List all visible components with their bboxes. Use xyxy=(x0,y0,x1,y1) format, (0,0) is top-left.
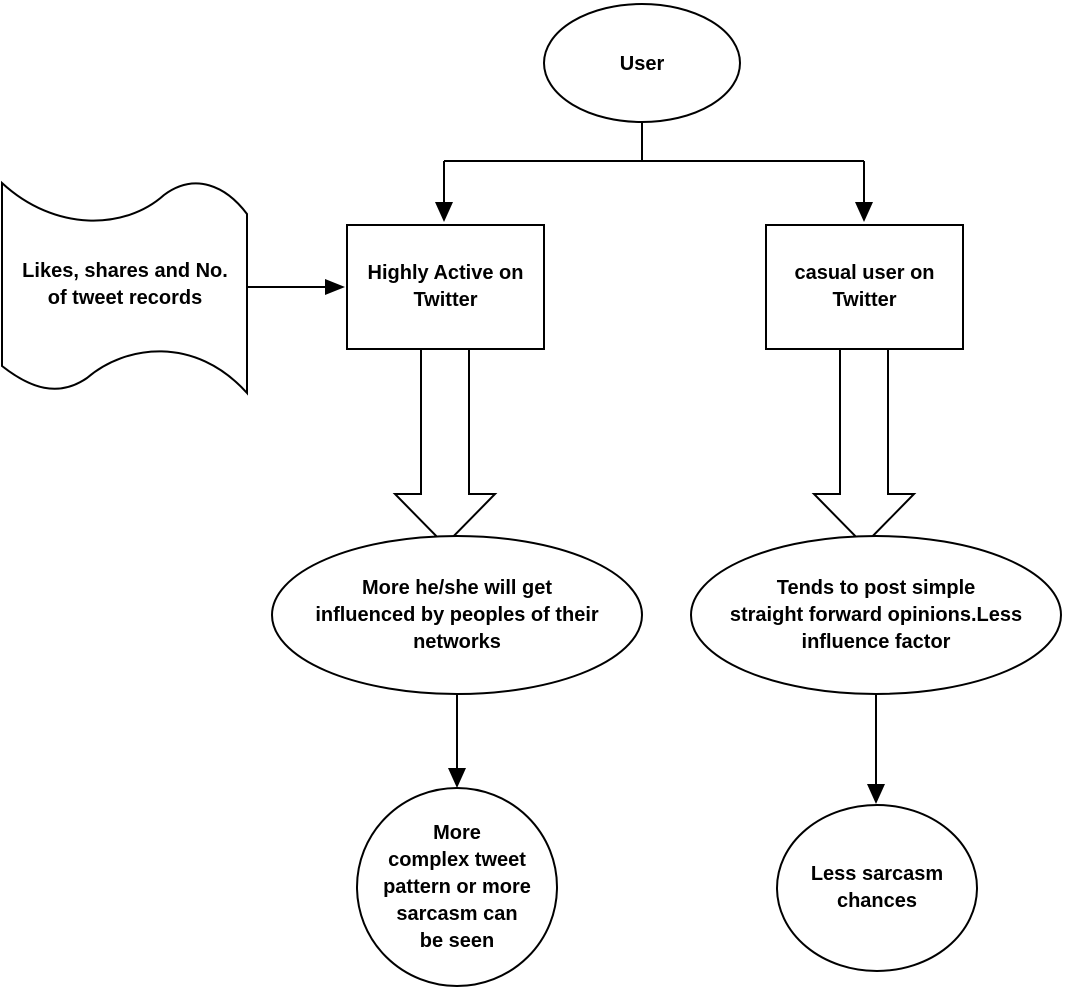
opinions-to-less-arrowhead xyxy=(867,784,885,804)
block-arrow-right xyxy=(811,348,917,547)
highly-active-label: Highly Active on Twitter xyxy=(367,262,524,311)
arrow-to-casual-user xyxy=(855,202,873,222)
more-sarcasm-label: More complex tweet pattern or more sarca… xyxy=(383,821,531,952)
data-source-label: Likes, shares and No. of tweet records xyxy=(22,260,228,309)
less-sarcasm-shape xyxy=(776,804,978,972)
less-sarcasm-label: Less sarcasm chances xyxy=(810,863,944,912)
simple-opinions-label: Tends to post simple straight forward op… xyxy=(729,576,1023,653)
user-label: User xyxy=(619,52,665,75)
data-source-shape xyxy=(1,180,248,396)
casual-user-shape xyxy=(765,224,964,350)
block-arrow-left xyxy=(392,348,498,547)
arrow-to-highly-active xyxy=(435,202,453,222)
user-split-connector xyxy=(443,122,865,206)
influenced-to-sarcasm-arrowhead xyxy=(448,768,466,788)
highly-active-shape xyxy=(346,224,545,350)
more-sarcasm-shape xyxy=(356,787,558,987)
casual-user-label: casual user on Twitter xyxy=(794,262,935,311)
influenced-label: More he/she will get influenced by peopl… xyxy=(315,576,599,653)
data-to-active-arrowhead xyxy=(325,279,345,295)
